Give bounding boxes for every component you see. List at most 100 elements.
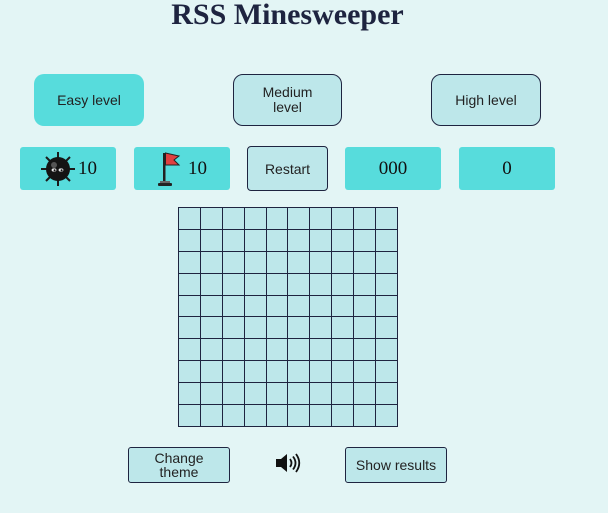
board-cell[interactable] — [310, 361, 332, 383]
board-cell[interactable] — [244, 339, 266, 361]
board-cell[interactable] — [288, 251, 310, 273]
board-cell[interactable] — [179, 208, 200, 229]
board-cell[interactable] — [200, 361, 222, 383]
board-cell[interactable] — [332, 229, 354, 251]
board-cell[interactable] — [354, 229, 376, 251]
board-cell[interactable] — [354, 273, 376, 295]
board-cell[interactable] — [354, 295, 376, 317]
board-cell[interactable] — [200, 339, 222, 361]
board-cell[interactable] — [200, 295, 222, 317]
board-cell[interactable] — [222, 383, 244, 405]
board-cell[interactable] — [266, 229, 288, 251]
board-cell[interactable] — [266, 317, 288, 339]
board-cell[interactable] — [266, 251, 288, 273]
board-cell[interactable] — [332, 339, 354, 361]
board-cell[interactable] — [332, 273, 354, 295]
board-cell[interactable] — [288, 383, 310, 405]
board-cell[interactable] — [376, 208, 397, 229]
board-cell[interactable] — [244, 273, 266, 295]
board-cell[interactable] — [310, 317, 332, 339]
medium-level-button[interactable]: Medium level — [233, 74, 342, 126]
board-cell[interactable] — [244, 295, 266, 317]
board-cell[interactable] — [376, 383, 397, 405]
board-cell[interactable] — [376, 251, 397, 273]
board-cell[interactable] — [376, 229, 397, 251]
board-cell[interactable] — [376, 405, 397, 426]
board-cell[interactable] — [354, 251, 376, 273]
board-cell[interactable] — [179, 295, 200, 317]
board-cell[interactable] — [354, 361, 376, 383]
board-cell[interactable] — [200, 251, 222, 273]
board-cell[interactable] — [244, 229, 266, 251]
board-cell[interactable] — [332, 208, 354, 229]
board-cell[interactable] — [244, 405, 266, 426]
board-cell[interactable] — [222, 208, 244, 229]
board-cell[interactable] — [354, 383, 376, 405]
board-cell[interactable] — [200, 273, 222, 295]
board-cell[interactable] — [179, 317, 200, 339]
board-cell[interactable] — [222, 405, 244, 426]
board-cell[interactable] — [288, 295, 310, 317]
speaker-icon[interactable] — [274, 452, 302, 474]
board-cell[interactable] — [288, 361, 310, 383]
board-cell[interactable] — [332, 405, 354, 426]
change-theme-button[interactable]: Change theme — [128, 447, 230, 483]
show-results-button[interactable]: Show results — [345, 447, 447, 483]
board-cell[interactable] — [288, 273, 310, 295]
board-cell[interactable] — [354, 317, 376, 339]
board-cell[interactable] — [310, 405, 332, 426]
board-cell[interactable] — [222, 317, 244, 339]
board-cell[interactable] — [200, 317, 222, 339]
board-cell[interactable] — [244, 361, 266, 383]
board-cell[interactable] — [179, 229, 200, 251]
board-cell[interactable] — [244, 317, 266, 339]
board-cell[interactable] — [266, 383, 288, 405]
board-cell[interactable] — [222, 229, 244, 251]
board-cell[interactable] — [354, 405, 376, 426]
board-cell[interactable] — [376, 273, 397, 295]
board-cell[interactable] — [222, 361, 244, 383]
board-cell[interactable] — [288, 208, 310, 229]
board-cell[interactable] — [266, 295, 288, 317]
board-cell[interactable] — [332, 317, 354, 339]
board-cell[interactable] — [200, 383, 222, 405]
high-level-button[interactable]: High level — [431, 74, 541, 126]
restart-button[interactable]: Restart — [247, 146, 328, 191]
board-cell[interactable] — [310, 295, 332, 317]
board-cell[interactable] — [200, 405, 222, 426]
board-cell[interactable] — [200, 229, 222, 251]
board-cell[interactable] — [310, 208, 332, 229]
board-cell[interactable] — [310, 273, 332, 295]
board-cell[interactable] — [332, 251, 354, 273]
board-cell[interactable] — [266, 273, 288, 295]
board-cell[interactable] — [310, 383, 332, 405]
board-cell[interactable] — [332, 383, 354, 405]
board-cell[interactable] — [376, 339, 397, 361]
board-cell[interactable] — [332, 361, 354, 383]
board-cell[interactable] — [244, 383, 266, 405]
board-cell[interactable] — [222, 273, 244, 295]
board-cell[interactable] — [376, 361, 397, 383]
board-cell[interactable] — [179, 339, 200, 361]
board-cell[interactable] — [266, 361, 288, 383]
board-cell[interactable] — [288, 339, 310, 361]
board-cell[interactable] — [179, 361, 200, 383]
board-cell[interactable] — [376, 295, 397, 317]
board-cell[interactable] — [179, 383, 200, 405]
board-cell[interactable] — [354, 339, 376, 361]
board-cell[interactable] — [288, 229, 310, 251]
board-cell[interactable] — [266, 339, 288, 361]
board-cell[interactable] — [222, 295, 244, 317]
board-cell[interactable] — [200, 208, 222, 229]
board-cell[interactable] — [244, 208, 266, 229]
board-cell[interactable] — [332, 295, 354, 317]
board-cell[interactable] — [266, 208, 288, 229]
board-cell[interactable] — [244, 251, 266, 273]
board-cell[interactable] — [179, 251, 200, 273]
easy-level-button[interactable]: Easy level — [34, 74, 144, 126]
board-cell[interactable] — [222, 339, 244, 361]
board-cell[interactable] — [310, 251, 332, 273]
board-cell[interactable] — [266, 405, 288, 426]
board-cell[interactable] — [288, 405, 310, 426]
board-cell[interactable] — [354, 208, 376, 229]
